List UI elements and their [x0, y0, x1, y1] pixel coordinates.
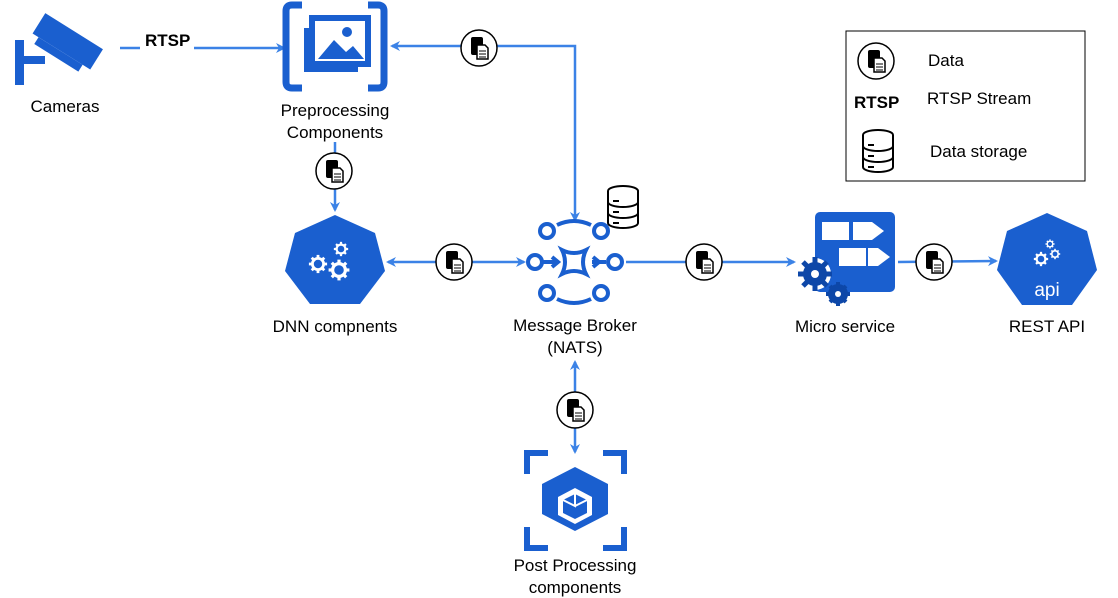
micro-service-icon: [798, 212, 895, 306]
legend-rtsp-abbr: RTSP: [854, 93, 899, 112]
camera-icon: [15, 13, 103, 85]
dnn-icon: [285, 215, 385, 304]
legend-data-label: Data: [928, 51, 964, 70]
legend-rtsp-label: RTSP Stream: [927, 89, 1031, 108]
preprocessing-icon: [282, 1, 388, 92]
legend-data-icon: [857, 42, 895, 80]
edge-broker-to-preprocessing: [390, 41, 580, 222]
broker-label-line1: Message Broker: [513, 316, 637, 335]
cameras-label: Cameras: [31, 97, 100, 116]
legend: Data RTSP RTSP Stream Data storage: [845, 30, 1086, 182]
post-processing-label-line2: components: [529, 578, 622, 597]
post-processing-icon: [524, 450, 627, 551]
rest-api-icon: api: [997, 213, 1097, 305]
post-processing-label-line1: Post Processing: [514, 556, 637, 575]
data-icon: [556, 391, 594, 429]
rest-api-badge: api: [1034, 280, 1059, 301]
data-icon: [315, 152, 353, 190]
data-icon: [685, 243, 723, 281]
broker-storage-icon: [607, 185, 639, 229]
preprocessing-label-line2: Components: [287, 123, 383, 142]
data-icon: [915, 243, 953, 281]
dnn-label: DNN compnents: [273, 317, 398, 336]
broker-label-line2: (NATS): [547, 338, 602, 357]
preprocessing-label-line1: Preprocessing: [281, 101, 390, 120]
legend-storage-icon: [862, 129, 894, 173]
rest-api-label: REST API: [1009, 317, 1085, 336]
data-icon: [435, 243, 473, 281]
legend-storage-label: Data storage: [930, 142, 1027, 161]
micro-service-label: Micro service: [795, 317, 895, 336]
message-broker-icon: [526, 219, 624, 305]
data-icon: [460, 29, 498, 67]
edge-label-rtsp: RTSP: [145, 31, 190, 50]
